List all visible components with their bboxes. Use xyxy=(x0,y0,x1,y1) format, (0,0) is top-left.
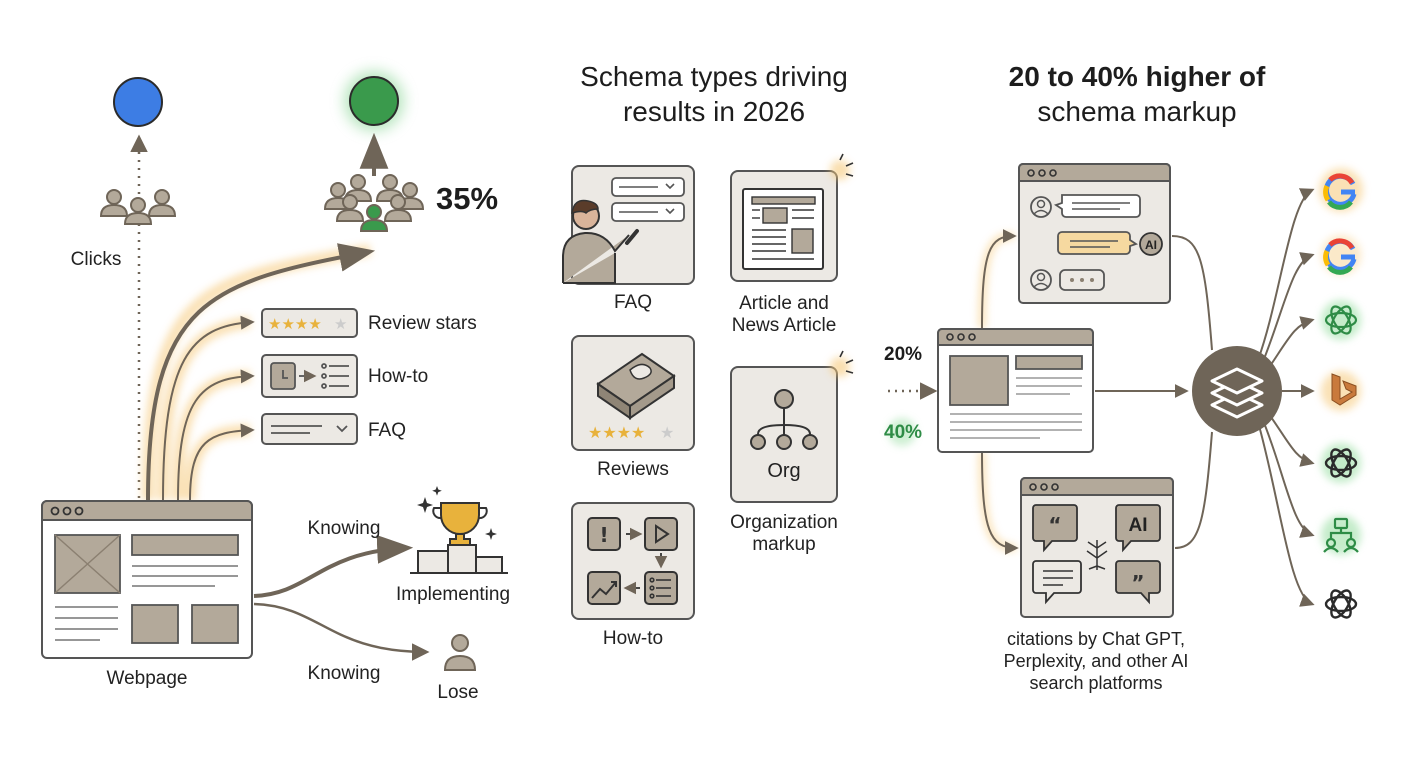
arrow-to-howto xyxy=(177,369,255,501)
arrow-knowing-lose xyxy=(253,602,430,661)
arrow-knowing-implementing xyxy=(253,534,414,598)
svg-text:“: “ xyxy=(1048,513,1061,537)
implementing-label: Implementing xyxy=(395,584,511,605)
blue-node xyxy=(113,77,163,127)
newspaper-icon xyxy=(742,188,824,270)
svg-text:★★★★: ★★★★ xyxy=(588,423,645,442)
review-stars-box: ★★★★ ★ xyxy=(261,308,358,338)
arrow-citation-to-hub xyxy=(1174,431,1213,549)
webpage-label: Webpage xyxy=(106,668,188,689)
device-icon xyxy=(596,352,676,420)
platform-icons xyxy=(1319,168,1363,619)
chat-window: AI xyxy=(1018,163,1171,304)
arrow-to-chat-window xyxy=(981,229,1017,329)
crowd-people-icon xyxy=(324,174,424,232)
dropdown-icon xyxy=(271,425,348,434)
quote-bubble-icon: “ xyxy=(1032,504,1078,553)
text-bubble-icon xyxy=(1032,560,1082,605)
citation-window: “ AI ” xyxy=(1020,477,1174,618)
howto-box xyxy=(261,354,358,398)
arrow-chat-to-hub xyxy=(1171,235,1213,351)
ai-badge: AI xyxy=(1145,238,1157,252)
org-card-label: Organization markup xyxy=(730,512,838,555)
howto-card: ! xyxy=(571,502,695,620)
article-card xyxy=(730,153,854,282)
lose-person-icon xyxy=(443,634,477,671)
lose-label: Lose xyxy=(437,682,479,703)
rich-result-howto: How-to xyxy=(368,366,429,387)
howto-steps-icon xyxy=(270,362,349,390)
gain-percent: 35% xyxy=(436,181,499,216)
stars-icon: ★★★★ ★ xyxy=(268,315,347,333)
svg-text:AI: AI xyxy=(1129,515,1148,536)
org-card-text: Org xyxy=(767,460,801,482)
citations-caption: citations by Chat GPT, Perplexity, and o… xyxy=(1003,629,1189,693)
arrow-to-citation-window xyxy=(981,451,1019,555)
layers-hub-icon xyxy=(1192,346,1282,436)
svg-text:★★★★: ★★★★ xyxy=(268,315,322,333)
quote-bubble-icon: ” xyxy=(1115,560,1161,605)
middle-title: Schema types driving results in 2026 xyxy=(580,61,848,127)
big-arrow-to-crowd xyxy=(146,243,376,501)
openai-icon xyxy=(1324,589,1358,619)
schema-webpage-window xyxy=(937,328,1094,453)
svg-text:★: ★ xyxy=(660,423,674,442)
rich-result-faq: FAQ xyxy=(368,420,407,441)
svg-text:★: ★ xyxy=(334,315,347,333)
middle-panel: ★★★★ ★ ! xyxy=(562,153,854,620)
bing-icon xyxy=(1331,373,1357,406)
arrow-to-faq xyxy=(189,423,255,501)
reviews-card: ★★★★ ★ xyxy=(571,335,695,451)
spark-icon xyxy=(839,153,854,177)
article-card-label: Article and News Article xyxy=(731,293,837,336)
faq-box xyxy=(261,413,358,445)
pct-low: 20% xyxy=(884,344,923,365)
right-panel: AI xyxy=(888,163,1363,619)
svg-text:!: ! xyxy=(599,523,608,547)
rich-result-review-stars: Review stars xyxy=(368,313,477,334)
arrow-to-review xyxy=(162,315,255,501)
right-title: 20 to 40% higher of schema markup xyxy=(1008,61,1266,127)
webpage-window xyxy=(41,500,253,659)
clicks-label: Clicks xyxy=(70,249,122,270)
left-panel: ★★★★ ★ xyxy=(41,71,508,671)
google-icon xyxy=(1323,238,1357,275)
org-tree-icon xyxy=(750,389,818,450)
spark-icon xyxy=(839,350,854,374)
google-icon xyxy=(1323,173,1357,210)
reviews-stars-icon: ★★★★ ★ xyxy=(588,423,674,442)
clicks-people-icon xyxy=(100,189,176,225)
pointing-person-icon xyxy=(562,199,639,284)
howto-card-label: How-to xyxy=(602,628,664,649)
trophy-icon xyxy=(410,486,508,574)
faq-card-label: FAQ xyxy=(613,292,653,313)
faq-card xyxy=(562,165,695,285)
reviews-card-label: Reviews xyxy=(597,459,669,480)
org-card xyxy=(730,350,854,503)
openai-icon xyxy=(1324,448,1358,478)
knowing-bottom-label: Knowing xyxy=(307,663,381,684)
sitemap-icon xyxy=(1323,517,1359,553)
svg-text:”: ” xyxy=(1131,571,1144,595)
leaf-icon xyxy=(1086,540,1108,570)
pct-high: 40% xyxy=(884,422,923,443)
knowing-top-label: Knowing xyxy=(307,518,381,539)
green-node xyxy=(349,76,399,126)
openai-icon xyxy=(1324,305,1358,335)
ai-bubble-icon: AI xyxy=(1115,504,1161,553)
